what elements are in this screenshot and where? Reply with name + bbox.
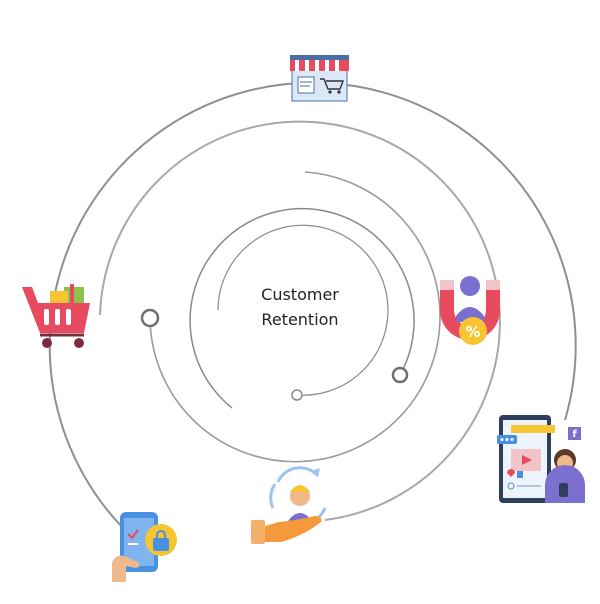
magnet-discount-icon: % [440, 276, 500, 345]
inner-ring [217, 224, 389, 396]
center-title-line2: Retention [261, 310, 339, 329]
third-ring [149, 171, 441, 463]
storefront-icon [290, 55, 349, 102]
shopping-cart-icon [22, 284, 90, 348]
social-media-phone-icon: f [497, 415, 585, 503]
ring-node [291, 389, 303, 401]
mobile-shopping-icon [112, 512, 177, 582]
fourth-ring [189, 207, 415, 409]
svg-text:%: % [465, 323, 480, 341]
customer-hand-icon [251, 466, 327, 544]
ring-node [140, 308, 160, 328]
svg-text:f: f [572, 429, 577, 440]
ring-node [391, 366, 409, 384]
second-ring [99, 120, 501, 521]
center-title-line1: Customer [261, 285, 339, 304]
center-title: Customer Retention [220, 282, 380, 332]
outer-ring [48, 81, 577, 531]
